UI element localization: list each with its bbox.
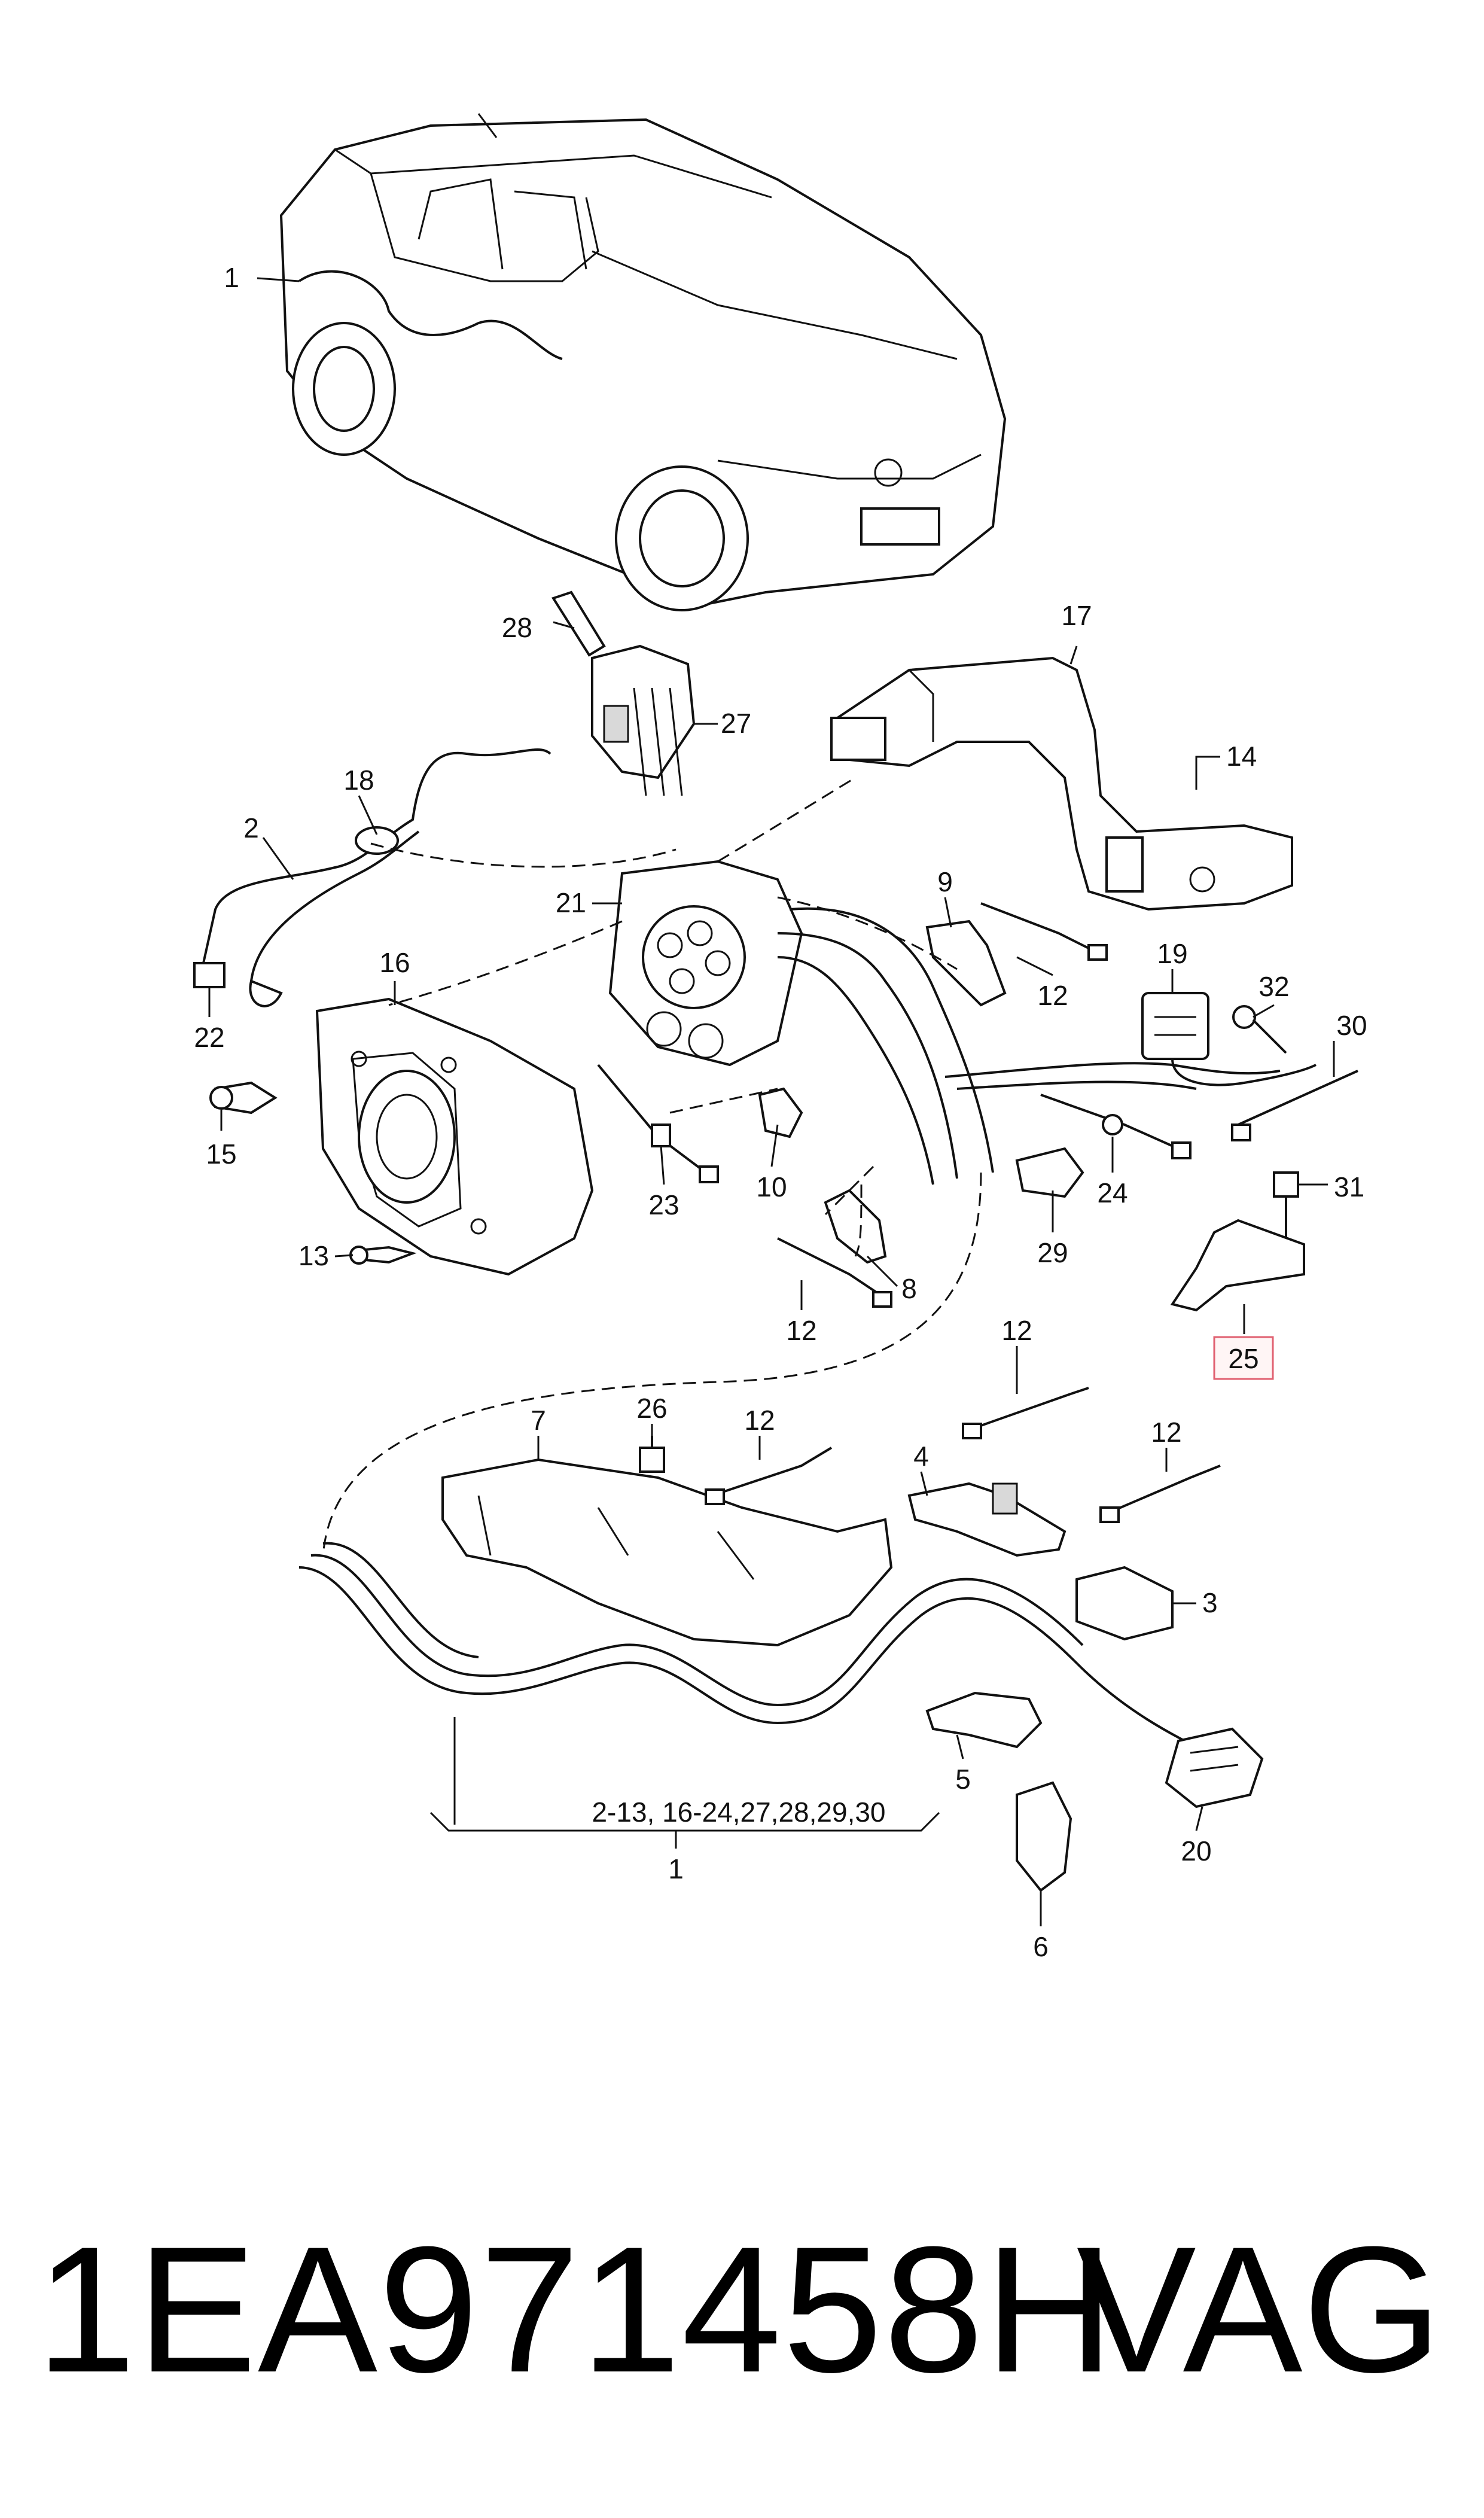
callout-26: 26 [636, 1393, 667, 1424]
callout-20: 20 [1181, 1835, 1211, 1867]
part-27-actuator [551, 590, 696, 796]
callout-16: 16 [379, 947, 410, 978]
part-8-holder [777, 1189, 892, 1308]
callout-27: 27 [721, 708, 751, 739]
callout-21: 21 [556, 887, 586, 918]
callouts: 1 28 27 18 2 22 16 15 13 21 17 14 9 12 1… [194, 262, 1367, 1962]
callout-12c: 12 [1001, 1315, 1032, 1346]
callout-2: 2 [243, 812, 259, 844]
part-9-holder [925, 902, 1108, 1007]
part-10-clip [758, 1087, 803, 1138]
callout-22: 22 [194, 1022, 224, 1053]
part-16-cover [209, 997, 594, 1276]
callout-12e: 12 [1151, 1417, 1181, 1448]
callout-7: 7 [531, 1405, 546, 1436]
part-7-bracket [441, 1436, 893, 1647]
part-21-charging-socket [608, 860, 1281, 1185]
part-25-bracket [1170, 1219, 1305, 1312]
vehicle-illustration [279, 113, 1007, 611]
callout-32: 32 [1258, 971, 1289, 1002]
callout-12b: 12 [786, 1315, 816, 1346]
part-24-tie [1040, 1094, 1192, 1159]
callout-1: 1 [224, 262, 239, 293]
callout-19: 19 [1157, 938, 1187, 969]
callout-30: 30 [1336, 1010, 1367, 1041]
part-23-tie [597, 1064, 719, 1183]
callout-3: 3 [1202, 1587, 1218, 1618]
part-6-cover [1016, 1781, 1072, 1892]
leader-lines [208, 277, 1335, 1926]
callout-25-highlighted: 25 [1213, 1336, 1274, 1380]
callout-8: 8 [901, 1273, 917, 1304]
brand-name: VAG [1076, 2209, 1442, 2410]
callout-18: 18 [343, 765, 374, 796]
callout-14: 14 [1226, 741, 1257, 772]
part-2-harness [193, 748, 551, 1007]
part-30-tie [1231, 1070, 1358, 1141]
part-3-holder [1075, 1464, 1221, 1641]
cable-channel [298, 1542, 1209, 1754]
part-20-connector [1165, 1727, 1264, 1808]
part-17-bracket [830, 656, 1293, 911]
callout-10: 10 [756, 1171, 787, 1202]
callout-4: 4 [913, 1441, 929, 1472]
callout-28: 28 [502, 612, 532, 643]
callout-12a: 12 [1037, 980, 1068, 1011]
group-label: 2-13, 16-24,27,28,29,30 [592, 1797, 885, 1828]
callout-17: 17 [1061, 600, 1092, 631]
part-4-holder [907, 1387, 1089, 1557]
callout-31: 31 [1334, 1171, 1364, 1202]
callout-9: 9 [937, 866, 953, 897]
part-number: 1EA971458H [36, 2209, 1116, 2410]
callout-29: 29 [1037, 1237, 1068, 1268]
part-29-clip [1015, 1147, 1084, 1198]
callout-6: 6 [1033, 1931, 1049, 1962]
callout-24: 24 [1097, 1177, 1128, 1208]
callout-13: 13 [298, 1240, 329, 1271]
callout-15: 15 [206, 1138, 236, 1170]
group-number: 1 [668, 1853, 684, 1884]
callout-12d: 12 [744, 1405, 775, 1436]
callout-25: 25 [1228, 1343, 1258, 1374]
part-19-plug [1141, 992, 1317, 1086]
part-5-cover [925, 1691, 1043, 1749]
footer: 1EA971458H VAG [0, 2184, 1484, 2423]
callout-23: 23 [648, 1189, 679, 1220]
exploded-parts-diagram: 1 28 27 18 2 22 16 15 13 21 17 14 9 12 1… [193, 113, 1367, 1962]
part-12-tie-lower [705, 1447, 833, 1505]
assembly-guides [322, 777, 982, 1556]
callout-5: 5 [955, 1764, 971, 1795]
